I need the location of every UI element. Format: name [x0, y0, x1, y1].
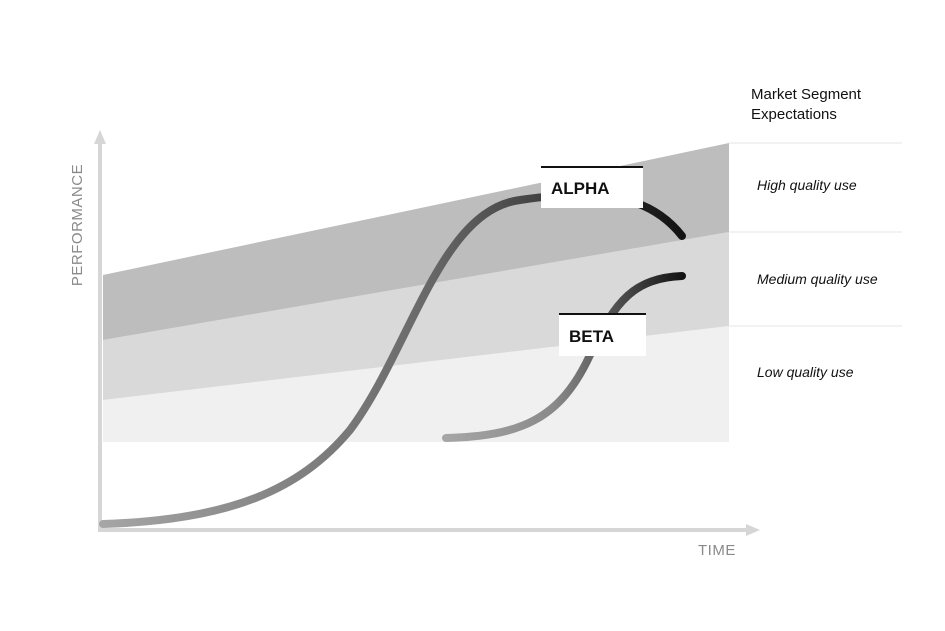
x-axis-arrow [746, 524, 760, 536]
segment-label-low: Low quality use [757, 364, 854, 380]
alpha-label-box [541, 167, 643, 208]
legend-title-line1: Market Segment [751, 86, 862, 103]
segment-label-high: High quality use [757, 177, 857, 193]
y-axis-arrow [94, 130, 106, 144]
alpha-label: ALPHA [551, 179, 610, 198]
x-axis-label: TIME [698, 542, 736, 559]
segment-label-medium: Medium quality use [757, 271, 878, 287]
beta-label: BETA [569, 327, 614, 346]
legend-title-line2: Expectations [751, 106, 837, 123]
beta-label-box [559, 314, 646, 356]
y-axis-label: PERFORMANCE [69, 164, 86, 286]
